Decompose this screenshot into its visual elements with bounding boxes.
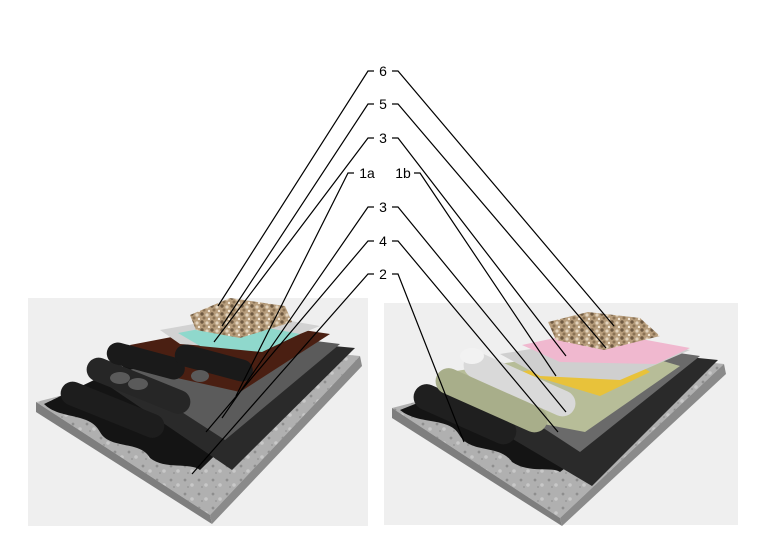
- right-roof-assembly: [384, 303, 738, 526]
- leader-5-right: [392, 103, 607, 349]
- leader-4-right: [392, 240, 559, 433]
- label-3-top: 3: [379, 130, 387, 146]
- right-gravel-ballast: [548, 312, 660, 350]
- leader-2-right: [392, 273, 465, 443]
- left-slab-edge-front: [36, 402, 212, 524]
- right-slab-edge-right: [560, 364, 726, 526]
- label-6: 6: [379, 63, 387, 79]
- label-1a: 1a: [359, 165, 375, 181]
- leader-6-right: [392, 70, 615, 327]
- leader-3-top-right: [392, 137, 567, 357]
- label-4: 4: [379, 233, 387, 249]
- left-membrane-rolls: [60, 342, 253, 438]
- leader-3-low-right: [392, 206, 567, 413]
- right-slab-edge-front: [392, 408, 562, 526]
- callout-labels: 6 5 3 1a 1b 3 4 2: [359, 63, 411, 282]
- leader-2-left: [191, 273, 374, 475]
- right-membrane-rolls: [413, 348, 576, 445]
- leader-6-left: [217, 70, 374, 307]
- label-2: 2: [379, 266, 387, 282]
- label-1b: 1b: [395, 165, 411, 181]
- label-3-low: 3: [379, 199, 387, 215]
- leader-1a: [235, 172, 354, 397]
- left-roof-assembly: [28, 298, 368, 526]
- leader-1b: [414, 172, 557, 377]
- left-slab-edge-right: [210, 356, 362, 524]
- leader-lines: [191, 70, 615, 475]
- leader-5-left: [221, 103, 374, 327]
- leader-3-top-left: [213, 137, 374, 343]
- leader-4-left: [205, 240, 374, 433]
- leader-3-low-left: [221, 206, 374, 419]
- left-gravel-ballast: [190, 298, 292, 338]
- label-5: 5: [379, 96, 387, 112]
